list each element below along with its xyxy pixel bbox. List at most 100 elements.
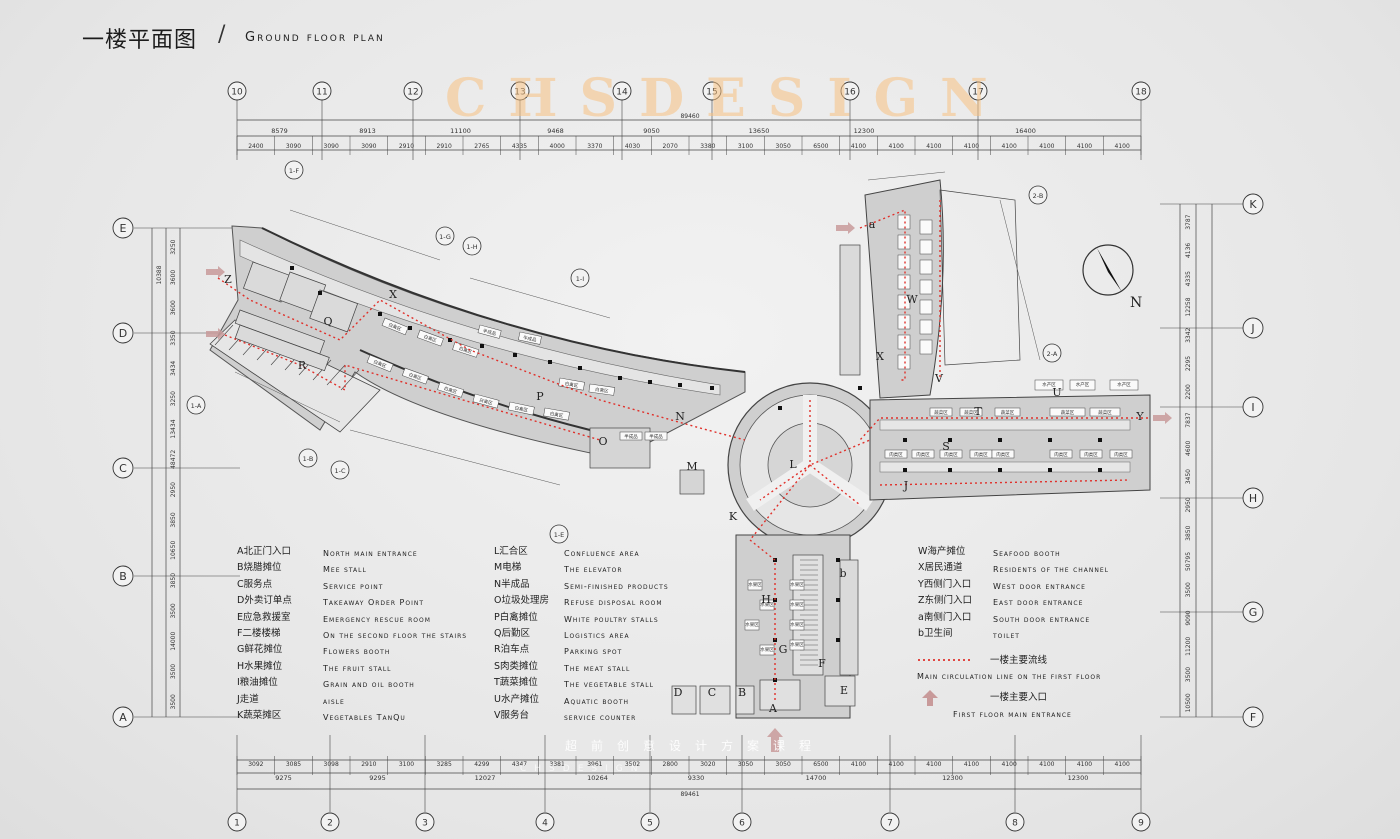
stall [919, 239, 933, 255]
stall [939, 449, 963, 459]
legend-item-cn: K蔬菜摊区 [237, 709, 282, 721]
zone-letter: C [708, 686, 716, 699]
circulation-flow-line [879, 479, 1131, 486]
legend-item-cn: W海产摊位 [918, 546, 966, 557]
stall-label: 半成品 [522, 334, 537, 344]
dim-bottom-row1: 3502 [625, 761, 640, 768]
dim-bottom-row1: 3020 [700, 761, 715, 768]
stall-label: 肉类区 [1114, 451, 1128, 458]
dim-left: 3850 [170, 512, 177, 527]
circulation-flow-line [809, 464, 861, 506]
structural-column [903, 438, 907, 442]
structural-column [948, 468, 952, 472]
axis-bubble-bottom [535, 812, 555, 832]
stall [897, 294, 911, 310]
stall [789, 579, 805, 591]
dim-top-row2: 3100 [738, 143, 753, 150]
zone-letter: Y [1135, 410, 1144, 423]
dim-top-row2: 4100 [926, 143, 941, 150]
zone-letter: F [818, 657, 826, 670]
legend-item-en: Grain and oil booth [323, 680, 415, 690]
dim-top-row2: 4030 [625, 143, 640, 150]
hub-walkway [746, 459, 814, 511]
inner-dim-line [867, 171, 946, 181]
stall [619, 431, 643, 441]
dim-right: 3500 [1185, 582, 1192, 597]
stall [518, 331, 542, 345]
legend-item-cn: D外卖订单点 [237, 595, 292, 607]
zone-letter: S [942, 440, 950, 453]
dim-left: 48472 [170, 450, 177, 469]
axis-bubble-top [1131, 81, 1151, 101]
zone-letter: b [839, 567, 846, 580]
zone-letter: X [389, 288, 397, 301]
structural-column [858, 386, 862, 390]
dim-top-total: 89460 [680, 113, 699, 120]
axis-bubble-left [112, 322, 134, 344]
zone-letter: P [536, 390, 544, 403]
legend-item-cn: C服务点 [237, 578, 273, 590]
stall-label: 白禽区 [387, 321, 403, 333]
zone-letter: V [934, 372, 944, 385]
axis-bubble-bottom [320, 812, 340, 832]
dim-top-row2: 2910 [437, 143, 452, 150]
stall [1089, 407, 1121, 417]
parking-strip [209, 319, 381, 433]
right-wing-aisle-2 [879, 461, 1131, 473]
dim-top-row2: 4335 [512, 143, 527, 150]
dim-right: 2295 [1185, 356, 1192, 371]
zone-letter: G [779, 643, 788, 656]
zone-letter: W [906, 293, 918, 306]
axis-bubble-top [840, 81, 860, 101]
logistics-room [309, 289, 359, 333]
grid-tag-label: 1-A [191, 402, 202, 410]
flow-legend-en: Main circulation line on the first floor [917, 672, 1102, 681]
legend-item-en: Refuse disposal room [564, 598, 663, 608]
inner-dim-line [234, 371, 341, 423]
service-room [759, 679, 801, 711]
stall-label: 肉类区 [889, 451, 903, 458]
dim-top-row2: 2910 [399, 143, 414, 150]
axis-label-right: J [1250, 322, 1254, 335]
axis-bubble-bottom [227, 812, 247, 832]
zone-letter: L [789, 458, 797, 471]
parking-bay [214, 324, 234, 346]
stall [1049, 407, 1086, 417]
stall [744, 619, 760, 631]
grid-tag-label: 1-I [576, 275, 584, 283]
legend-item: D外卖订单点 Takeaway Order Point [237, 593, 423, 609]
stall [897, 234, 911, 250]
dim-top-row1: 9468 [547, 127, 564, 135]
stall-label: 水果区 [745, 621, 759, 628]
legend-item-cn: S肉类摊位 [494, 660, 539, 672]
dim-top-row2: 4100 [1077, 143, 1092, 150]
dim-left: 3250 [170, 239, 177, 254]
legend-item-cn: P白禽摊位 [494, 611, 538, 623]
entry-legend-cn: 一楼主要入口 [990, 692, 1048, 703]
grid-tag-label: 1-H [466, 243, 477, 251]
structural-column [1098, 468, 1102, 472]
grid-tag-bubble [462, 236, 482, 256]
legend-item-cn: V服务台 [494, 709, 529, 721]
stall-label: 水果区 [790, 621, 804, 628]
structural-column [318, 291, 322, 295]
stall-label: 蔬菜区 [964, 409, 978, 416]
dim-top-row2: 4100 [851, 143, 866, 150]
legend-item-cn: N半成品 [494, 578, 530, 590]
entrance-arrow [206, 266, 225, 278]
legend-item-en: Takeaway Order Point [323, 598, 425, 608]
dim-right: 11200 [1185, 637, 1192, 656]
stall [1109, 449, 1133, 459]
stall [508, 401, 535, 416]
legend-item-cn: J走道 [237, 693, 259, 705]
grid-tag-label: 1-G [439, 233, 451, 241]
